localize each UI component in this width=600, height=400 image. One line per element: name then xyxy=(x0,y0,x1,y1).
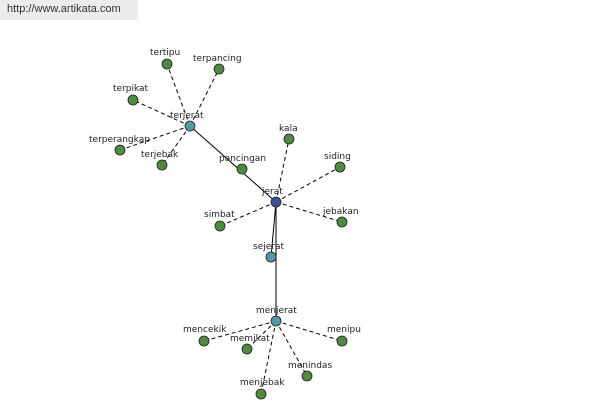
node-kala[interactable]: kala xyxy=(279,124,298,145)
node-marker-menindas[interactable] xyxy=(301,370,313,382)
node-menjerat[interactable]: menjerat xyxy=(256,306,297,327)
node-terperangkap[interactable]: terperangkap xyxy=(89,135,150,156)
edge-jerat-simbat xyxy=(219,201,277,227)
node-label-sejerat: sejerat xyxy=(253,242,284,252)
node-marker-menjebak[interactable] xyxy=(255,388,267,400)
edge-layer xyxy=(119,63,343,395)
edge-terjerat-terpancing xyxy=(189,68,220,127)
node-label-menjerat: menjerat xyxy=(256,306,297,316)
edge-menjerat-mencekik xyxy=(203,320,277,342)
node-pancingan[interactable]: pancingan xyxy=(219,154,266,175)
node-terpikat[interactable]: terpikat xyxy=(113,84,149,106)
node-marker-menipu[interactable] xyxy=(336,335,348,347)
edge-jerat-kala xyxy=(275,138,290,203)
node-marker-pancingan[interactable] xyxy=(236,163,248,175)
node-marker-jebakan[interactable] xyxy=(336,216,348,228)
node-jebakan[interactable]: jebakan xyxy=(322,207,359,228)
node-marker-terjerat[interactable] xyxy=(184,120,196,132)
node-marker-siding[interactable] xyxy=(334,161,346,173)
edge-jerat-jebakan xyxy=(275,201,343,223)
node-label-menipu: menipu xyxy=(327,325,361,335)
node-terjerat[interactable]: terjerat xyxy=(170,111,204,132)
node-marker-mencekik[interactable] xyxy=(198,335,210,347)
node-label-mencekik: mencekik xyxy=(183,325,227,335)
node-marker-menjerat[interactable] xyxy=(270,315,282,327)
node-marker-memikat[interactable] xyxy=(241,343,253,355)
node-simbat[interactable]: simbat xyxy=(204,210,235,232)
edge-jerat-sejerat xyxy=(270,201,277,258)
node-marker-terjebak[interactable] xyxy=(156,159,168,171)
node-marker-terpikat[interactable] xyxy=(127,94,139,106)
edge-menjerat-menjebak xyxy=(260,320,277,395)
node-marker-simbat[interactable] xyxy=(214,220,226,232)
edge-menjerat-menipu xyxy=(275,320,343,342)
node-label-terperangkap: terperangkap xyxy=(89,135,150,145)
edge-terjerat-terpikat xyxy=(132,99,191,127)
edge-menjerat-menindas xyxy=(275,320,308,377)
node-label-terjerat: terjerat xyxy=(170,111,204,121)
node-label-simbat: simbat xyxy=(204,210,235,220)
edge-terjerat-terjebak xyxy=(161,125,191,166)
node-label-siding: siding xyxy=(324,152,351,162)
node-marker-tertipu[interactable] xyxy=(161,58,173,70)
site-url[interactable]: http://www.artikata.com xyxy=(7,3,121,15)
node-menjebak[interactable]: menjebak xyxy=(240,378,285,400)
node-label-tertipu: tertipu xyxy=(150,48,180,58)
node-memikat[interactable]: memikat xyxy=(230,334,270,355)
node-label-menindas: menindas xyxy=(288,361,332,371)
url-bar: http://www.artikata.com xyxy=(0,0,138,20)
node-label-jebakan: jebakan xyxy=(322,207,359,217)
node-jerat[interactable]: jerat xyxy=(261,187,283,208)
node-label-terpikat: terpikat xyxy=(113,84,149,94)
node-label-memikat: memikat xyxy=(230,334,270,344)
node-label-terpancing: terpancing xyxy=(193,54,242,64)
node-menipu[interactable]: menipu xyxy=(327,325,361,347)
node-sejerat[interactable]: sejerat xyxy=(253,242,284,263)
node-label-jerat: jerat xyxy=(261,187,283,197)
node-terjebak[interactable]: terjebak xyxy=(141,150,179,171)
node-marker-kala[interactable] xyxy=(283,133,295,145)
node-marker-jerat[interactable] xyxy=(270,196,282,208)
node-marker-terperangkap[interactable] xyxy=(114,144,126,156)
node-tertipu[interactable]: tertipu xyxy=(150,48,180,70)
node-layer: jerat terjerat sejerat menjerat pancingan kal… xyxy=(89,48,361,400)
node-marker-sejerat[interactable] xyxy=(265,251,277,263)
node-label-pancingan: pancingan xyxy=(219,154,266,164)
node-label-kala: kala xyxy=(279,124,298,134)
edge-jerat-terjerat xyxy=(189,125,277,203)
node-menindas[interactable]: menindas xyxy=(288,361,332,382)
node-mencekik[interactable]: mencekik xyxy=(183,325,227,347)
node-siding[interactable]: siding xyxy=(324,152,351,173)
node-label-menjebak: menjebak xyxy=(240,378,285,388)
node-terpancing[interactable]: terpancing xyxy=(193,54,242,75)
edge-jerat-siding xyxy=(275,166,341,203)
node-marker-terpancing[interactable] xyxy=(213,63,225,75)
node-label-terjebak: terjebak xyxy=(141,150,179,160)
edge-terjerat-terperangkap xyxy=(119,125,191,151)
